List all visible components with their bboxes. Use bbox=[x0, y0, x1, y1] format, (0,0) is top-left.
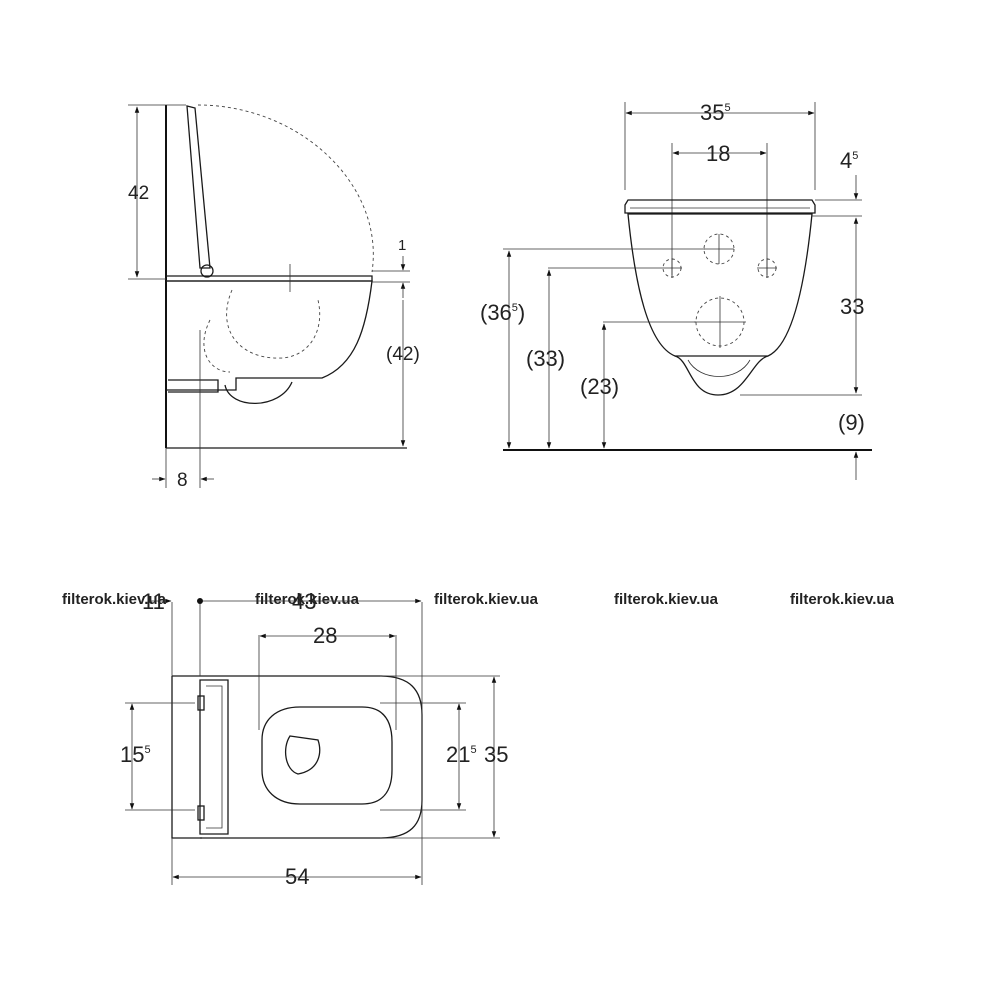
watermark-2: filterok.kiev.ua bbox=[255, 591, 360, 608]
front-view: 355 18 45 33 bbox=[480, 100, 872, 480]
dim-floor-gap-label: (9) bbox=[838, 410, 865, 435]
dim-bracket-spacing-label: 155 bbox=[120, 742, 151, 767]
watermark-row: filterok.kiev.ua filterok.kiev.ua filter… bbox=[62, 591, 895, 608]
watermark-4: filterok.kiev.ua bbox=[614, 591, 719, 608]
watermark-3: filterok.kiev.ua bbox=[434, 591, 539, 608]
dim-wall-offset-dot bbox=[197, 598, 203, 604]
front-seat bbox=[624, 199, 816, 214]
dim-seat-thickness-label: 45 bbox=[840, 148, 858, 173]
dim-opening-width-label: 28 bbox=[313, 623, 337, 648]
dim-offset-label: 8 bbox=[177, 470, 188, 491]
dim-width-label: 355 bbox=[700, 100, 731, 125]
front-trap bbox=[674, 355, 769, 396]
dim-total-height-label: (365) bbox=[480, 300, 525, 325]
dim-hole-spacing-label: 18 bbox=[706, 141, 730, 166]
top-bowl-outer bbox=[200, 675, 423, 839]
front-trap-inner bbox=[687, 359, 751, 377]
dim-gap-label: 1 bbox=[398, 237, 406, 254]
top-seat-hinge-inner bbox=[206, 685, 223, 829]
top-view: 11 43 28 155 215 35 54 bbox=[120, 589, 508, 889]
hinge-bracket bbox=[197, 805, 205, 821]
dim-wall-offset-label: 11 bbox=[142, 589, 165, 614]
waste-outlet bbox=[168, 379, 219, 393]
trap-outline bbox=[226, 289, 321, 359]
dim-outlet-height-label: (23) bbox=[580, 374, 619, 399]
watermark-5: filterok.kiev.ua bbox=[790, 591, 895, 608]
dim-opening-depth-label: 215 bbox=[446, 742, 477, 767]
lid-swing-arc bbox=[197, 104, 374, 273]
dim-overall-length-label: 54 bbox=[285, 864, 309, 889]
dim-seat-length-label: 43 bbox=[292, 589, 316, 614]
seat bbox=[166, 275, 373, 282]
dim-bowl-height-label: (42) bbox=[386, 344, 420, 365]
top-opening bbox=[261, 706, 393, 805]
side-view: 42 1 (42) 8 bbox=[128, 104, 420, 491]
hinge bbox=[200, 264, 214, 278]
drain-hole bbox=[284, 735, 321, 775]
raised-lid bbox=[186, 105, 211, 269]
hinge-bracket bbox=[197, 695, 205, 711]
dim-overall-width-label: 35 bbox=[484, 742, 508, 767]
bowl-body bbox=[166, 280, 373, 391]
dim-inlet-height-label: (33) bbox=[526, 346, 565, 371]
dim-rim-to-bottom-label: 33 bbox=[840, 294, 864, 319]
trap-bottom bbox=[224, 381, 293, 404]
watermark-1: filterok.kiev.ua bbox=[62, 591, 167, 608]
trap-inner bbox=[203, 319, 231, 373]
dim-seat-height-label: 42 bbox=[128, 183, 149, 204]
top-seat-hinge bbox=[199, 679, 229, 835]
